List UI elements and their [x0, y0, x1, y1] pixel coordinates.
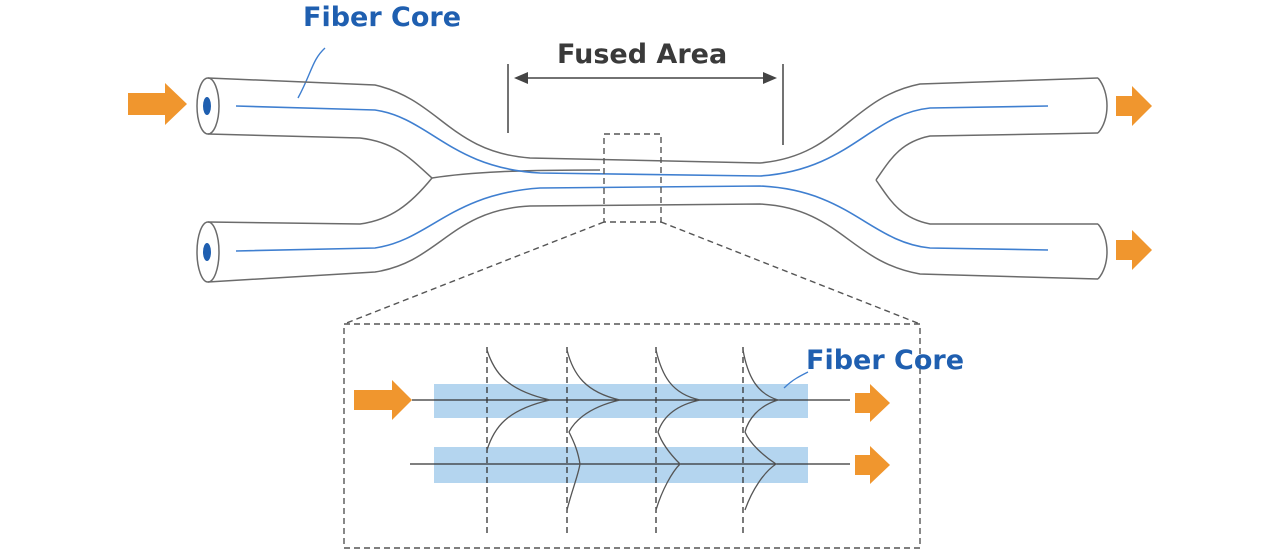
- lower-core-path: [235, 185, 1049, 252]
- mode-field-profiles: [486, 349, 781, 511]
- fused-region-selection-box: [603, 133, 662, 223]
- left-upper-core-dot: [203, 97, 211, 115]
- inset-input-arrow: [354, 380, 412, 420]
- zoom-indicator: [343, 133, 921, 549]
- fiber-outlines: [196, 77, 1108, 283]
- fused-area-dimension: [507, 64, 784, 145]
- right-upper-inner-edge: [875, 132, 1099, 181]
- fused-area-left-arrowhead: [514, 72, 528, 84]
- right-upper-fiber-end: [1097, 77, 1108, 134]
- profile-4: [742, 349, 781, 511]
- lower-fiber-bottom-edge: [207, 203, 1099, 283]
- left-lower-core-dot: [203, 243, 211, 261]
- inset-cores: [434, 384, 808, 483]
- output-arrow-lower: [1116, 230, 1152, 270]
- inset-arrows: [354, 380, 890, 484]
- zoom-line-left: [343, 221, 605, 325]
- right-lower-inner-edge: [875, 179, 1098, 225]
- inset-dashed-slices: [486, 347, 744, 537]
- profile-3: [655, 349, 701, 511]
- light-arrows: [128, 83, 1152, 270]
- fiber-core-leader-top: [297, 47, 326, 99]
- inset-lower-core: [434, 447, 808, 483]
- fiber-core-label-inset: Fiber Core: [806, 345, 964, 376]
- left-upper-fiber-end: [196, 77, 220, 135]
- profile-2: [566, 349, 621, 511]
- zoom-line-right: [660, 221, 921, 325]
- fused-area-label: Fused Area: [557, 39, 727, 70]
- right-lower-fiber-end: [1097, 223, 1108, 280]
- fiber-core-leader-inset: [783, 371, 809, 389]
- upper-core-path: [235, 105, 1049, 177]
- inset-upper-core: [434, 384, 808, 418]
- profile-1: [486, 349, 551, 451]
- upper-fiber-top-edge: [207, 77, 1099, 164]
- output-arrow-upper: [1116, 86, 1152, 126]
- inset-output-arrow-upper: [855, 384, 890, 422]
- input-arrow: [128, 83, 187, 125]
- inset-output-arrow-lower: [855, 446, 890, 484]
- upper-fiber-bottom-edge: [207, 133, 601, 179]
- lower-fiber-top-edge: [207, 177, 433, 225]
- fiber-core-label-top: Fiber Core: [303, 2, 461, 33]
- left-lower-fiber-end: [196, 221, 220, 283]
- fused-area-right-arrowhead: [763, 72, 777, 84]
- fiber-cores: [235, 105, 1049, 252]
